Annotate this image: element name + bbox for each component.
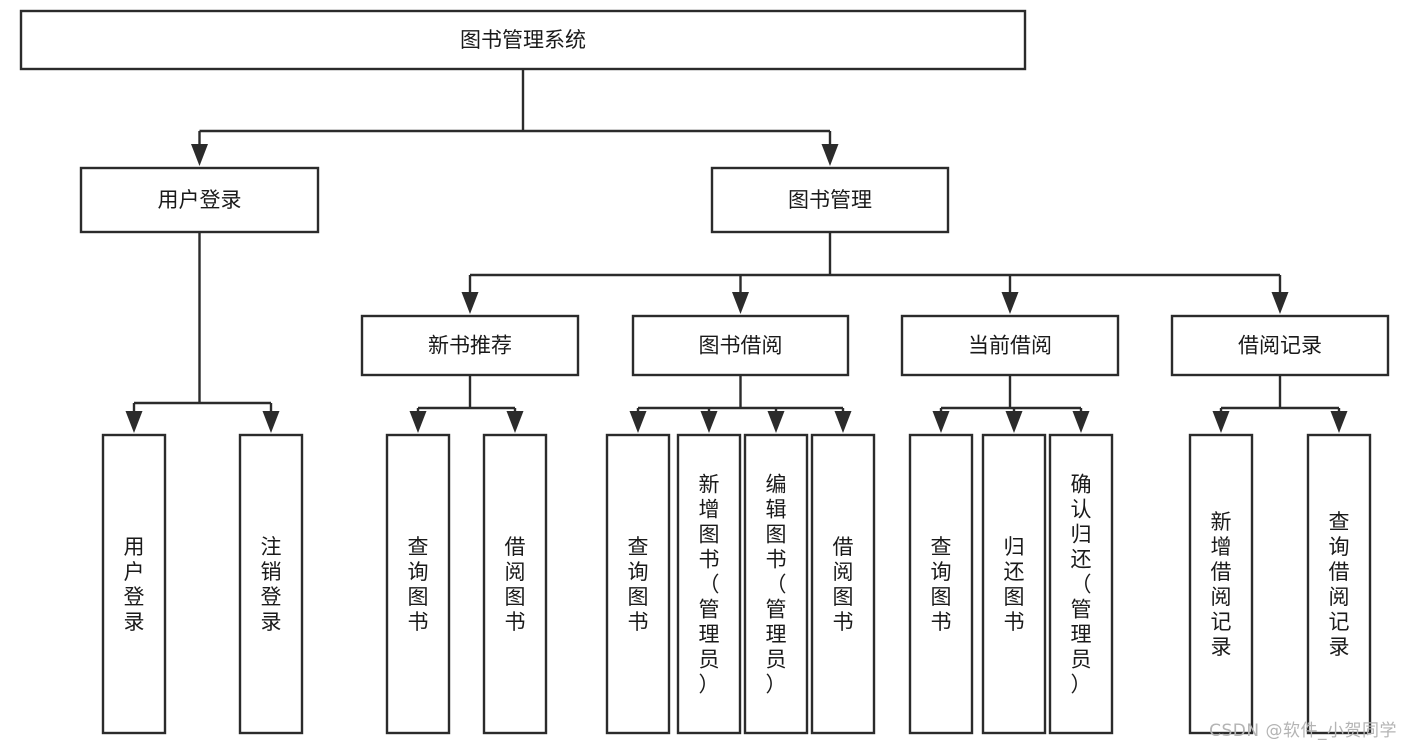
node-box-book-manage bbox=[710, 166, 950, 234]
node-leaf-query-record[interactable]: 查询借阅记录 bbox=[1306, 433, 1372, 735]
node-label-root: 图书管理系统 bbox=[460, 28, 586, 52]
node-leaf-return-book[interactable]: 归还图书 bbox=[981, 433, 1047, 735]
node-box-book-borrow bbox=[631, 314, 850, 377]
node-box-user-login bbox=[79, 166, 320, 234]
node-leaf-confirm-return[interactable]: 确认归还（管理员） bbox=[1048, 433, 1114, 735]
node-layer: 图书管理系统用户登录图书管理新书推荐图书借阅当前借阅借阅记录用户登录注销登录查询… bbox=[19, 9, 1390, 735]
node-leaf-query-book-rec[interactable]: 查询图书 bbox=[385, 433, 451, 735]
node-user-login[interactable]: 用户登录 bbox=[79, 166, 320, 234]
node-borrow-record[interactable]: 借阅记录 bbox=[1170, 314, 1390, 377]
node-box-leaf-logout bbox=[238, 433, 304, 735]
node-box-leaf-borrow-book bbox=[810, 433, 876, 735]
node-label-current-borrow: 当前借阅 bbox=[968, 334, 1052, 358]
edge-layer bbox=[125, 69, 1348, 433]
node-box-leaf-confirm-return bbox=[1048, 433, 1114, 735]
node-box-current-borrow bbox=[900, 314, 1120, 377]
node-leaf-logout[interactable]: 注销登录 bbox=[238, 433, 304, 735]
node-current-borrow[interactable]: 当前借阅 bbox=[900, 314, 1120, 377]
node-label-leaf-borrow-book: 借阅图书 bbox=[833, 535, 854, 634]
node-box-root bbox=[19, 9, 1027, 71]
node-leaf-add-record[interactable]: 新增借阅记录 bbox=[1188, 433, 1254, 735]
node-leaf-borrow-book[interactable]: 借阅图书 bbox=[810, 433, 876, 735]
node-box-leaf-query-book-rec bbox=[385, 433, 451, 735]
node-leaf-query-book-borrow[interactable]: 查询图书 bbox=[605, 433, 671, 735]
node-leaf-query-book-current[interactable]: 查询图书 bbox=[908, 433, 974, 735]
node-box-borrow-record bbox=[1170, 314, 1390, 377]
node-box-leaf-borrow-book-rec bbox=[482, 433, 548, 735]
node-label-borrow-record: 借阅记录 bbox=[1238, 334, 1322, 358]
node-new-book-rec[interactable]: 新书推荐 bbox=[360, 314, 580, 377]
node-label-leaf-user-login: 用户登录 bbox=[124, 535, 145, 634]
node-label-new-book-rec: 新书推荐 bbox=[428, 334, 512, 358]
node-box-leaf-return-book bbox=[981, 433, 1047, 735]
node-label-book-borrow: 图书借阅 bbox=[699, 334, 783, 358]
node-label-leaf-return-book: 归还图书 bbox=[1004, 535, 1025, 634]
node-label-leaf-query-book-current: 查询图书 bbox=[931, 535, 952, 634]
node-leaf-borrow-book-rec[interactable]: 借阅图书 bbox=[482, 433, 548, 735]
node-label-leaf-query-book-rec: 查询图书 bbox=[408, 535, 429, 634]
node-book-manage[interactable]: 图书管理 bbox=[710, 166, 950, 234]
node-label-leaf-add-book: 新增图书（管理员） bbox=[699, 472, 720, 696]
node-box-leaf-add-record bbox=[1188, 433, 1254, 735]
node-box-new-book-rec bbox=[360, 314, 580, 377]
node-label-book-manage: 图书管理 bbox=[788, 188, 872, 212]
node-box-leaf-query-book-borrow bbox=[605, 433, 671, 735]
node-leaf-add-book[interactable]: 新增图书（管理员） bbox=[676, 433, 742, 735]
node-label-user-login: 用户登录 bbox=[158, 188, 242, 212]
node-box-leaf-query-book-current bbox=[908, 433, 974, 735]
node-leaf-edit-book[interactable]: 编辑图书（管理员） bbox=[743, 433, 809, 735]
node-label-leaf-logout: 注销登录 bbox=[261, 535, 282, 634]
node-book-borrow[interactable]: 图书借阅 bbox=[631, 314, 850, 377]
node-box-leaf-edit-book bbox=[743, 433, 809, 735]
node-label-leaf-edit-book: 编辑图书（管理员） bbox=[766, 472, 787, 696]
node-box-leaf-add-book bbox=[676, 433, 742, 735]
watermark-text: CSDN @软件_小贺同学 bbox=[1209, 721, 1397, 741]
node-box-leaf-user-login bbox=[101, 433, 167, 735]
node-box-leaf-query-record bbox=[1306, 433, 1372, 735]
node-label-leaf-query-book-borrow: 查询图书 bbox=[628, 535, 649, 634]
node-label-leaf-borrow-book-rec: 借阅图书 bbox=[505, 535, 526, 634]
node-label-leaf-confirm-return: 确认归还（管理员） bbox=[1071, 472, 1092, 696]
node-leaf-user-login[interactable]: 用户登录 bbox=[101, 433, 167, 735]
node-label-leaf-query-record: 查询借阅记录 bbox=[1329, 510, 1350, 659]
node-root[interactable]: 图书管理系统 bbox=[19, 9, 1027, 71]
node-label-leaf-add-record: 新增借阅记录 bbox=[1211, 510, 1232, 659]
